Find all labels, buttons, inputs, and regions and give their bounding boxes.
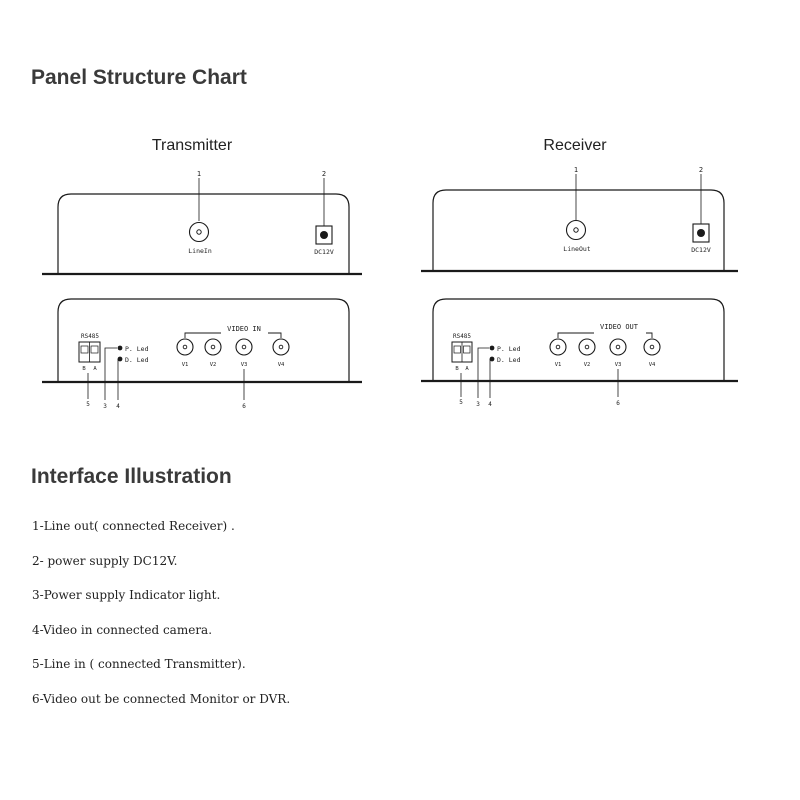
receiver-callout-2: 2	[699, 166, 703, 174]
transmitter-line-label: LineIn	[188, 247, 212, 255]
receiver-callout-1: 1	[574, 166, 578, 174]
transmitter-d-led-label: D. Led	[125, 356, 149, 364]
transmitter-video-port-v2	[204, 338, 222, 356]
transmitter-front-panel	[57, 193, 350, 274]
transmitter-callout-6: 6	[242, 403, 246, 410]
interface-list: 1-Line out( connected Receiver) . 2- pow…	[32, 516, 290, 723]
receiver-video-v4-label: V4	[649, 362, 656, 368]
transmitter-rear-panel	[57, 298, 350, 382]
receiver-p-led	[489, 345, 495, 351]
transmitter-power-label: DC12V	[314, 248, 334, 256]
interface-item-1: 1-Line out( connected Receiver) .	[32, 519, 235, 533]
interface-item-2: 2- power supply DC12V.	[32, 553, 178, 568]
receiver-video-v2-label: V2	[584, 362, 591, 368]
receiver-front-panel	[432, 189, 725, 271]
receiver-line-out-port	[565, 219, 587, 241]
transmitter-video-port-v3	[235, 338, 253, 356]
transmitter-d-led	[117, 356, 123, 362]
receiver-diagram: Receiver 1 LineOut 2 DC12V RS485 B A 5 P…	[421, 137, 738, 408]
receiver-power-jack	[692, 223, 710, 243]
receiver-video-group-label: VIDEO OUT	[600, 323, 639, 331]
receiver-d-led	[489, 356, 495, 362]
transmitter-callout-3: 3	[103, 403, 107, 410]
receiver-p-led-label: P. Led	[497, 345, 521, 353]
transmitter-terminal-a: A	[93, 366, 97, 372]
transmitter-rs485-label: RS485	[81, 333, 99, 340]
receiver-terminal-b: B	[455, 366, 459, 372]
interface-item-3: 3-Power supply Indicator light.	[32, 588, 221, 602]
transmitter-video-port-v1	[176, 338, 194, 356]
transmitter-callout-4: 4	[116, 403, 120, 410]
transmitter-video-group-label: VIDEO IN	[227, 325, 261, 333]
transmitter-video-port-v4	[272, 338, 290, 356]
transmitter-terminal-b: B	[82, 366, 86, 372]
transmitter-video-v4-label: V4	[278, 362, 285, 368]
receiver-video-port-v3	[609, 338, 627, 356]
transmitter-callout-2: 2	[322, 170, 326, 178]
transmitter-callout-1: 1	[197, 170, 201, 178]
receiver-rs485-label: RS485	[453, 333, 471, 340]
receiver-terminal-a: A	[465, 366, 469, 372]
transmitter-video-v1-label: V1	[182, 362, 189, 368]
receiver-callout-5: 5	[459, 399, 463, 406]
transmitter-video-v3-label: V3	[241, 362, 248, 368]
transmitter-video-v2-label: V2	[210, 362, 217, 368]
receiver-line-label: LineOut	[563, 245, 590, 253]
interface-item-6: 6-Video out be connected Monitor or DVR.	[32, 691, 291, 706]
receiver-video-port-v2	[578, 338, 596, 356]
page-title: Panel Structure Chart	[31, 66, 247, 89]
transmitter-line-in-port	[188, 221, 210, 243]
receiver-callout-3: 3	[476, 401, 480, 408]
interface-item-5: 5-Line in ( connected Transmitter).	[32, 657, 246, 671]
transmitter-p-led	[117, 345, 123, 351]
receiver-video-v1-label: V1	[555, 362, 562, 368]
transmitter-callout-5: 5	[86, 401, 90, 408]
receiver-callout-4: 4	[488, 401, 492, 408]
receiver-title: Receiver	[543, 137, 607, 154]
transmitter-p-led-label: P. Led	[125, 345, 149, 353]
transmitter-title: Transmitter	[152, 137, 233, 154]
transmitter-power-jack	[315, 225, 333, 245]
panel-structure-diagram: Transmitter 1 LineIn 2 DC12V RS485 B A 5…	[42, 137, 738, 410]
interface-item-4: 4-Video in connected camera.	[32, 622, 213, 637]
section-title: Interface Illustration	[31, 465, 232, 488]
receiver-power-label: DC12V	[691, 246, 711, 254]
receiver-video-port-v4	[643, 338, 661, 356]
transmitter-diagram: Transmitter 1 LineIn 2 DC12V RS485 B A 5…	[42, 137, 362, 410]
receiver-video-v3-label: V3	[615, 362, 622, 368]
receiver-rear-panel	[432, 298, 725, 381]
receiver-d-led-label: D. Led	[497, 356, 521, 364]
receiver-callout-6: 6	[616, 400, 620, 407]
receiver-video-port-v1	[549, 338, 567, 356]
